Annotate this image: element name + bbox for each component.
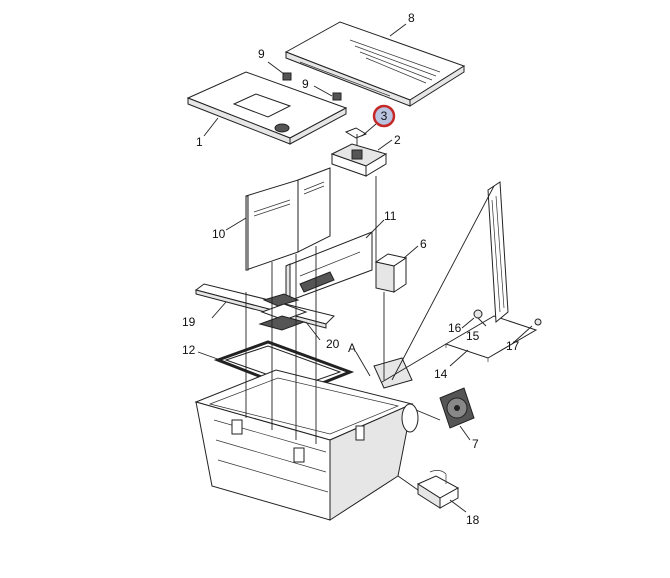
callout-19: 19 xyxy=(182,315,196,329)
callout-14: 14 xyxy=(434,367,448,381)
callout-leaders xyxy=(197,23,533,513)
callout-16: 16 xyxy=(448,321,462,335)
part-8-top-cover xyxy=(284,21,466,107)
callout-9-lower: 9 xyxy=(302,77,309,91)
part-14-rear-plate xyxy=(444,315,538,362)
part-17-evaporator-plate xyxy=(487,181,509,324)
callout-11: 11 xyxy=(384,209,397,223)
callout-10: 10 xyxy=(212,227,226,241)
part-6-small-box xyxy=(374,253,408,293)
main-tub xyxy=(194,357,419,521)
part-9-clip-upper xyxy=(282,72,292,81)
part-10-door-panels xyxy=(245,167,331,271)
part-1-lid-panel xyxy=(186,71,348,145)
part-2-damper-housing xyxy=(330,127,388,177)
callout-3-label: 3 xyxy=(381,109,388,123)
callout-1: 1 xyxy=(196,135,203,149)
callout-labels: 8 9 9 1 2 10 11 6 19 20 12 A 7 18 16 15 … xyxy=(182,11,520,527)
callout-18: 18 xyxy=(466,513,480,527)
part-9-clip-lower xyxy=(332,92,342,101)
callout-8: 8 xyxy=(408,11,415,25)
callout-2: 2 xyxy=(394,133,401,147)
part-15-pipe xyxy=(473,309,487,327)
callout-17: 17 xyxy=(506,339,520,353)
part-20-bracket xyxy=(258,293,308,331)
callout-6: 6 xyxy=(420,237,427,251)
callout-3-highlight[interactable]: 3 xyxy=(372,104,396,128)
callout-15: 15 xyxy=(466,329,480,343)
part-7-fan xyxy=(439,387,475,429)
assembly-leader-lines xyxy=(245,134,495,491)
callout-20: 20 xyxy=(326,337,340,351)
callout-7: 7 xyxy=(472,437,479,451)
callout-A: A xyxy=(348,341,356,355)
callout-12: 12 xyxy=(182,343,196,357)
callout-9-upper: 9 xyxy=(258,47,265,61)
part-18-power-adapter xyxy=(416,470,460,509)
part-17-screw xyxy=(534,318,542,326)
